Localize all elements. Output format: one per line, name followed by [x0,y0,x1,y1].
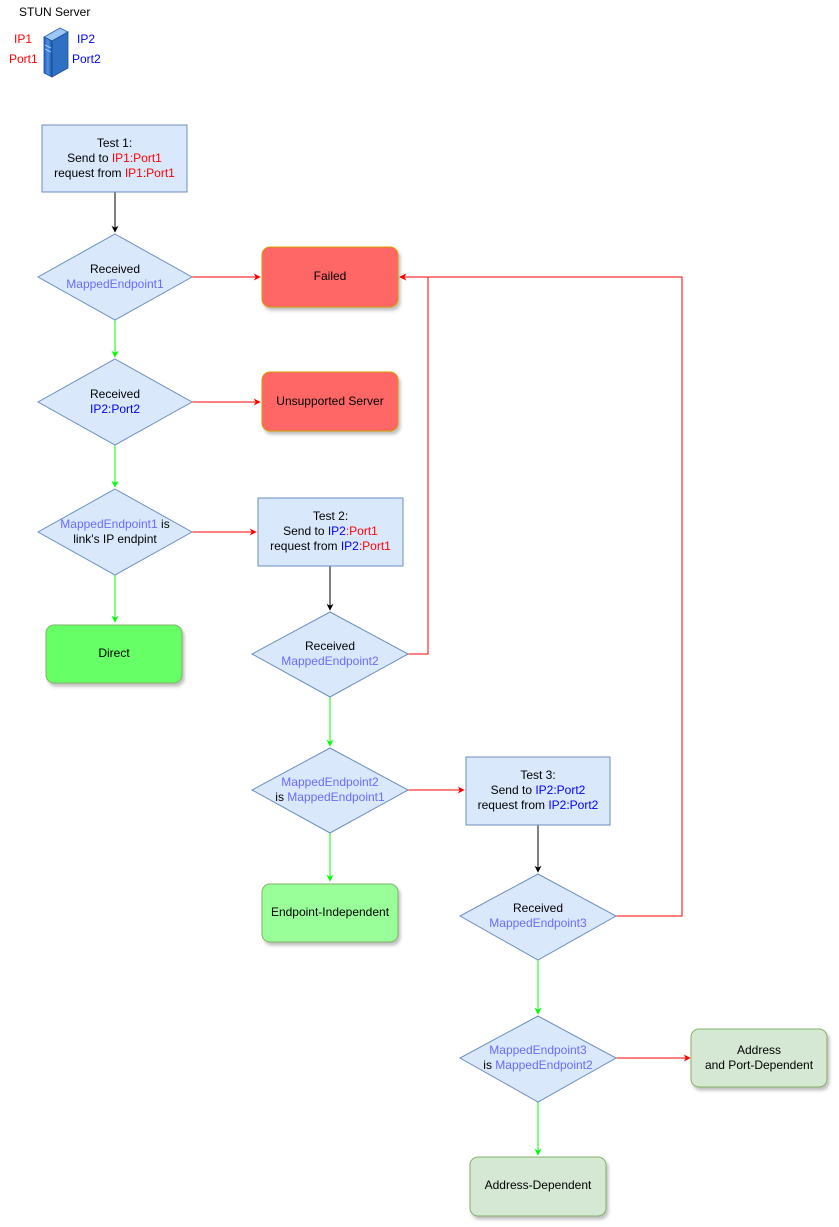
test1-send-target: IP1:Port1 [111,151,162,165]
d7-line2-row: is MappedEndpoint2 [460,1058,616,1073]
decision-received-mapped1 [36,233,194,321]
test3-request-source: IP2:Port2 [548,798,599,812]
test2-send-prefix: Send to [283,524,328,538]
d2-line2: IP2:Port2 [89,402,141,416]
test1-request-source: IP1:Port1 [124,166,175,180]
address-dependent-label: Address-Dependent [484,1178,592,1192]
decision-mapped2-is-mapped1 [250,747,410,834]
edge-d4-to-failed [399,273,429,655]
legend-port2: Port2 [72,52,101,66]
d3-label: MappedEndpoint1 is link's IP endpint [38,517,192,547]
addr-port-dependent-label: Address and Port-Dependent [691,1043,827,1073]
test3-send-line: Send to IP2:Port2 [466,783,610,798]
test2-request-port: :Port1 [358,539,391,553]
d6-label: Received MappedEndpoint3 [460,901,616,931]
d6-line2: MappedEndpoint3 [489,916,587,930]
legend-ip1: IP1 [14,32,33,46]
d7-line2: MappedEndpoint2 [495,1058,593,1072]
direct-label: Direct [98,646,130,660]
d2-label: Received IP2:Port2 [38,387,192,417]
legend-port1: Port1 [9,52,38,66]
test3-title: Test 3: [520,768,556,782]
d5-label: MappedEndpoint2 is MappedEndpoint1 [252,775,408,805]
test3-request-prefix: request from [477,798,549,812]
decision-received-mapped2 [250,611,410,698]
test2-request-line: request from IP2:Port1 [258,539,403,554]
unsupported-box [261,371,399,432]
d5-line2-prefix: is [275,790,288,804]
d7-line1: MappedEndpoint3 [489,1043,587,1057]
legend-title: STUN Server [19,5,91,19]
endpoint-independent-label: Endpoint-Independent [270,905,390,919]
server-icon [43,27,69,78]
d7-label: MappedEndpoint3 is MappedEndpoint2 [460,1043,616,1073]
d1-line2: MappedEndpoint1 [66,277,164,291]
d1-line1: Received [89,262,141,276]
test3-request-line: request from IP2:Port2 [466,798,610,813]
test2-box [257,497,404,567]
edge-d6-to-failed [399,273,683,917]
test1-send-prefix: Send to [67,151,112,165]
test1-title: Test 1: [96,136,133,150]
decision-received-ip2port2 [36,358,194,446]
legend-ip2: IP2 [77,32,96,46]
test2-request-prefix: request from [270,539,341,553]
d6-line1: Received [512,901,564,915]
d3-line1-a: MappedEndpoint1 [60,517,158,531]
test2-request-ip: IP2 [340,539,359,553]
test2-send-port: :Port1 [345,524,378,538]
failed-label: Failed [313,269,347,283]
addr-port-dependent-line2: and Port-Dependent [704,1058,814,1072]
test3-send-prefix: Send to [490,783,536,797]
test1-send-line: Send to IP1:Port1 [42,151,187,166]
d7-line2-prefix: is [483,1058,496,1072]
d2-line1: Received [89,387,141,401]
address-dependent-box [469,1156,607,1217]
test2-title: Test 2: [312,509,349,523]
unsupported-label: Unsupported Server [276,394,384,408]
addr-port-dependent-line1: Address [736,1043,782,1057]
d4-line2: MappedEndpoint2 [281,654,379,668]
test1-request-line: request from IP1:Port1 [42,166,187,181]
decision-received-mapped3 [458,873,618,961]
decision-mapped3-is-mapped2 [458,1015,618,1103]
test1-label: Test 1: Send to IP1:Port1 request from I… [42,136,187,181]
test3-label: Test 3: Send to IP2:Port2 request from I… [466,768,610,813]
decision-mapped1-is-link [36,488,194,576]
addr-port-dependent-box [690,1028,828,1088]
d1-label: Received MappedEndpoint1 [38,262,192,292]
d4-label: Received MappedEndpoint2 [252,639,408,669]
test1-box [41,124,188,193]
d3-line2: link's IP endpint [73,532,157,546]
direct-box [45,624,183,684]
endpoint-independent-box [261,883,399,943]
d4-line1: Received [304,639,356,653]
d3-line1-b: is [157,517,170,531]
d5-line2: MappedEndpoint1 [287,790,385,804]
failed-box [261,246,399,308]
test3-send-target: IP2:Port2 [535,783,586,797]
d3-line1: MappedEndpoint1 is [38,517,192,532]
test1-request-prefix: request from [54,166,125,180]
test2-label: Test 2: Send to IP2:Port1 request from I… [258,509,403,554]
test2-send-line: Send to IP2:Port1 [258,524,403,539]
test3-box [465,756,611,826]
d5-line2-row: is MappedEndpoint1 [252,790,408,805]
test2-send-ip: IP2 [327,524,346,538]
d5-line1: MappedEndpoint2 [281,775,379,789]
